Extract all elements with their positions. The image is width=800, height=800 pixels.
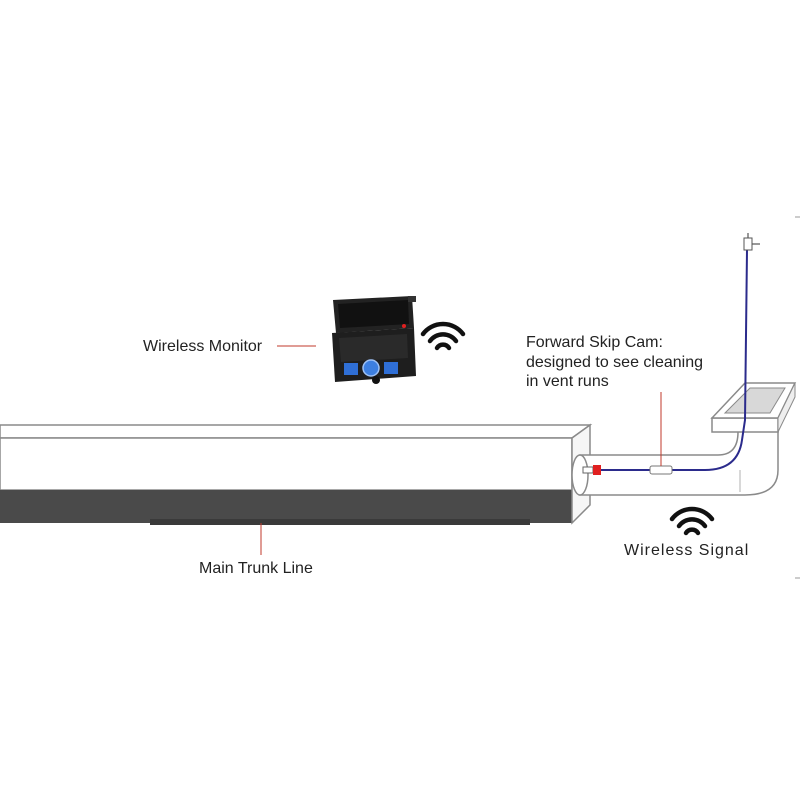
- forward-skip-cam-line-3: in vent runs: [526, 373, 609, 390]
- main-trunk-duct: [0, 423, 593, 525]
- branch-pipe: [571, 424, 779, 496]
- register-right-face: [777, 382, 796, 433]
- monitor-screen: [339, 334, 408, 362]
- monitor-icon: [332, 296, 416, 384]
- monitor-dial: [362, 359, 380, 377]
- wifi-icon: [669, 506, 715, 536]
- monitor-button-right: [384, 362, 398, 374]
- cable-connector-icon: [743, 233, 760, 251]
- trunk-front-face: [0, 437, 573, 491]
- trunk-bottom-face: [0, 490, 572, 523]
- branch-pipe-opening: [571, 454, 589, 496]
- forward-skip-cam-label: Forward Skip Cam: designed to see cleani…: [526, 333, 746, 392]
- branch-pipe-body: [579, 424, 779, 496]
- skid-sleeve: [649, 465, 673, 475]
- forward-skip-cam-line-2: designed to see cleaning: [526, 353, 704, 371]
- camera-head-icon: [582, 465, 673, 475]
- trunk-shadow: [150, 519, 530, 525]
- forward-skip-cam-line-1: Forward Skip Cam:: [526, 334, 663, 351]
- monitor-button-left: [344, 363, 358, 375]
- trunk-top-face: [0, 424, 593, 439]
- monitor-lid-inner: [338, 300, 409, 328]
- wireless-signal-label: Wireless Signal: [624, 542, 750, 559]
- main-trunk-line-label: Main Trunk Line: [199, 560, 313, 577]
- register-grille: [723, 387, 786, 414]
- register-boot: [710, 382, 797, 433]
- monitor-knob: [372, 376, 380, 384]
- monitor-led: [402, 324, 406, 328]
- monitor-lid-tab: [408, 296, 416, 302]
- camera-cable: [600, 249, 748, 471]
- wireless-monitor-label: Wireless Monitor: [143, 338, 263, 355]
- wifi-icon: [420, 321, 466, 351]
